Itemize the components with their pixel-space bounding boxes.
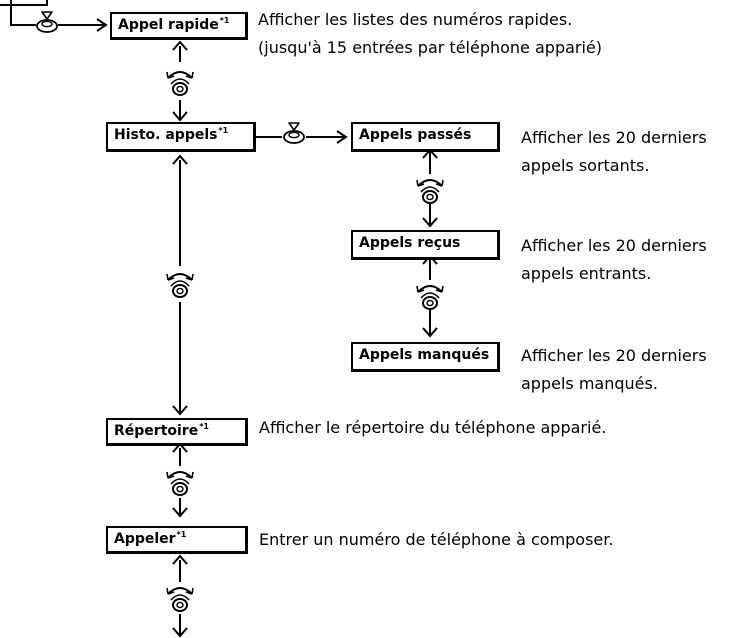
- menu-item-received-calls[interactable]: Appels reçus: [351, 230, 500, 260]
- description-line: Afficher les listes des numéros rapides.: [258, 10, 573, 29]
- sub-line-2a: [429, 258, 431, 280]
- arrow-down-icon: [172, 507, 188, 517]
- main-line-3b: [179, 498, 181, 514]
- press-selector-icon: [283, 122, 305, 144]
- arrow-down-icon: [172, 627, 188, 637]
- description-line: appels sortants.: [521, 156, 650, 175]
- history-connector-left: [256, 136, 282, 138]
- speed-dial-description: Afficher les listes des numéros rapides.…: [258, 6, 602, 62]
- sub-line-1a: [429, 152, 431, 174]
- menu-item-label: Histo. appels: [114, 127, 218, 143]
- dialed-calls-description: Afficher les 20 derniers appels sortants…: [521, 124, 707, 180]
- entry-connector-vertical: [10, 0, 12, 26]
- rotate-selector-icon: [166, 587, 194, 612]
- sub-line-2b: [429, 310, 431, 334]
- arrow-down-icon: [172, 405, 188, 415]
- top-frame-edge: [0, 4, 46, 6]
- arrow-down-icon: [422, 327, 438, 337]
- received-calls-description: Afficher les 20 derniers appels entrants…: [521, 232, 707, 288]
- menu-item-label: Répertoire: [114, 423, 199, 439]
- dial-description: Entrer un numéro de téléphone à composer…: [259, 526, 613, 554]
- rotate-selector-icon: [166, 71, 194, 96]
- footnote-mark: *1: [218, 126, 229, 136]
- menu-item-dialed-calls[interactable]: Appels passés: [351, 122, 500, 152]
- menu-item-missed-calls[interactable]: Appels manqués: [351, 342, 500, 372]
- arrow-up-icon: [172, 555, 188, 565]
- menu-item-call-history[interactable]: Histo. appels*1: [106, 122, 256, 152]
- description-line: appels manqués.: [521, 374, 658, 393]
- menu-item-dial[interactable]: Appeler*1: [106, 526, 248, 554]
- description-line: Afficher les 20 derniers: [521, 236, 707, 255]
- main-line-1b: [179, 100, 181, 120]
- footnote-mark: *1: [176, 530, 187, 540]
- description-line: Entrer un numéro de téléphone à composer…: [259, 530, 614, 549]
- rotate-selector-icon: [166, 273, 194, 298]
- arrow-down-icon: [422, 217, 438, 227]
- description-line: appels entrants.: [521, 264, 652, 283]
- menu-item-phonebook[interactable]: Répertoire*1: [106, 418, 248, 446]
- description-line: Afficher les 20 derniers: [521, 346, 707, 365]
- menu-item-label: Appel rapide: [118, 17, 219, 33]
- footnote-mark: *1: [199, 422, 209, 432]
- menu-item-label: Appeler: [114, 531, 176, 547]
- history-connector-right: [306, 136, 346, 138]
- menu-item-label: Appels manqués: [359, 347, 490, 363]
- missed-calls-description: Afficher les 20 derniers appels manqués.: [521, 342, 707, 398]
- description-line: Afficher le répertoire du téléphone appa…: [259, 418, 607, 437]
- top-frame-corner: [46, 0, 48, 6]
- arrow-up-icon: [172, 41, 188, 51]
- arrow-up-icon: [172, 155, 188, 165]
- arrow-right-icon: [96, 18, 107, 32]
- menu-item-label: Appels reçus: [359, 235, 461, 251]
- main-line-4b: [179, 614, 181, 636]
- main-line-1a: [179, 46, 181, 62]
- description-line: (jusqu'à 15 entrées par téléphone appari…: [258, 38, 603, 57]
- menu-item-speed-dial[interactable]: Appel rapide*1: [110, 12, 248, 40]
- rotate-selector-icon: [416, 285, 444, 310]
- menu-item-label: Appels passés: [359, 127, 472, 143]
- main-line-3a: [179, 448, 181, 466]
- rotate-selector-icon: [416, 179, 444, 204]
- entry-connector-horizontal-right: [58, 24, 106, 26]
- arrow-right-icon: [336, 130, 347, 144]
- footnote-mark: *1: [219, 16, 230, 26]
- press-selector-icon: [36, 11, 58, 33]
- main-line-2b: [179, 302, 181, 412]
- description-line: Afficher les 20 derniers: [521, 128, 707, 147]
- main-line-2a: [179, 160, 181, 266]
- main-line-4a: [179, 560, 181, 582]
- rotate-selector-icon: [166, 471, 194, 496]
- arrow-down-icon: [172, 111, 188, 121]
- entry-connector-horizontal-left: [10, 24, 36, 26]
- phonebook-description: Afficher le répertoire du téléphone appa…: [259, 414, 606, 442]
- sub-line-1b: [429, 204, 431, 224]
